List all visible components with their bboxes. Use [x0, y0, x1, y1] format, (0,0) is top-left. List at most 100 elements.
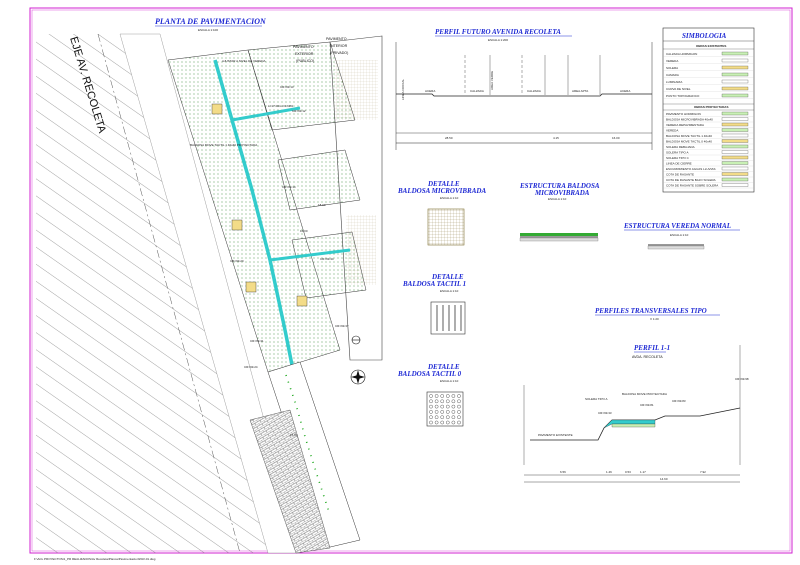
tactil-dot [434, 415, 439, 420]
tactil-dot [451, 410, 456, 414]
simb-proyectada-label: SOLERA TIPO A [666, 151, 688, 155]
footer-file-path: F:\ACL PROYECTOS\1_PR REALIZADOS\Av Reco… [34, 557, 156, 561]
tactil-dot [434, 399, 439, 404]
tactil-dot [451, 399, 456, 404]
estructura-vereda-normal: ESTRUCTURA VEREDA NORMAL ESCALA 1:10 [623, 222, 740, 250]
p11-dim-2: 1.46 [606, 470, 612, 474]
p11-cota-2: CR=99.81 [640, 403, 654, 407]
tactil-dot [434, 394, 439, 398]
dim-2: 16.00 [300, 229, 308, 233]
detalle-microvibrada: DETALLE BALDOSA MICROVIBRADA ESCALA 1:10 [397, 180, 486, 246]
simb-proyectada-swatch [721, 122, 749, 127]
p11-dim-5: 7.92 [700, 470, 706, 474]
tactil-dot [445, 415, 450, 420]
simb-proyectada-label: COTA DE RASANTE BAJO SOLERA [666, 178, 716, 182]
det-micro-title-1: DETALLE [427, 180, 460, 188]
perfiles-tipo-title: PERFILES TRANSVERSALES TIPO [595, 307, 707, 315]
det-t0-title-2: BALDOSA TACTIL 0 [397, 370, 462, 378]
pf-col-6: AREA APTA [572, 89, 588, 93]
drainage-dots [285, 374, 331, 516]
pav-int-label-3: (PRIVADO) [330, 51, 348, 55]
simb-existente-swatch [721, 86, 749, 91]
simb-existente-swatch [721, 93, 749, 98]
pf-col-3: CALZADA [470, 89, 484, 93]
simb-existente-label: CURVA DE NIVEL [666, 87, 691, 91]
tactil-dot [457, 410, 461, 414]
simb-proyectada-label: VEREDA [666, 129, 678, 133]
baldosa-tactil-1-tile [430, 301, 466, 335]
simb-existentes-list: CALZADA HORMIGONVEREDASOLERACAMARALUMINA… [663, 51, 754, 99]
p11-cota-3: CR=99.83 [672, 399, 686, 403]
tactil-dot [429, 404, 433, 409]
simb-proyectada-label: BALDOSA MOVE TACTIL 1 40x40 [666, 134, 712, 138]
pav-int-label-2: INTERIOR [330, 44, 348, 48]
simb-existente-swatch [721, 58, 749, 63]
ajustar-label: AJUSTAR A NIVEL DE VEREDA [222, 59, 266, 63]
tactile-guide-branch [231, 106, 301, 122]
simb-proyectada-swatch [721, 139, 749, 143]
simb-proyectada-label: COTA DE RASANTE [666, 173, 694, 177]
tactile-square-3 [296, 295, 308, 307]
tactil-dot [457, 420, 461, 425]
simb-proyectada-label: BALDOSA MICROVIBRADA 40x40 [666, 118, 713, 122]
tactil-dot [445, 404, 450, 409]
road-axis-line [97, 33, 241, 554]
simb-proyectada-swatch [721, 166, 749, 171]
estructura-microvibrada: ESTRUCTURA BALDOSA MICROVIBRADA ESCALA 1… [519, 182, 600, 242]
sidewalk-pavement [167, 49, 341, 373]
perfiles-tipo: PERFILES TRANSVERSALES TIPO V 1:20 PERFI… [523, 307, 749, 483]
building-parking-grid-2 [346, 215, 376, 285]
lower-brick-paving [249, 409, 331, 554]
sheet-inner-border [31, 9, 791, 552]
simb-proyectada-swatch [721, 128, 749, 132]
simb-existente-label: VEREDA [666, 59, 678, 63]
det-t0-title-1: DETALLE [427, 363, 460, 371]
tactil-dot [434, 404, 439, 409]
p11-baldosa: BALDOSA MOVE PROYECTADA [622, 392, 667, 396]
cota-7: CR=99.31 [250, 339, 264, 343]
simb-proyectada-label: SOLERA REBAJADA [666, 145, 695, 149]
p11-pavimento: PAVIMENTO EXISTENTE [538, 433, 573, 437]
road-hatch [36, 34, 268, 553]
tactil-dot [451, 394, 456, 398]
perfil-futuro-scale: ESCALA 1:200 [488, 38, 508, 42]
perfil-11-sub: AVDA. RECOLETA [632, 355, 663, 359]
simb-proyectada-label: SOLERA TIPO C [666, 156, 690, 160]
est-vereda-title: ESTRUCTURA VEREDA NORMAL [623, 222, 731, 230]
simb-proyectada-label: COTA DE RASANTE SOBRE SOLERA [666, 184, 718, 188]
simb-proyectada-swatch [721, 177, 749, 182]
tactil-dot [457, 394, 461, 398]
simb-existente-label: CAMARA [666, 73, 679, 77]
pav-ext-label-1: PAVIMENTO [293, 45, 314, 49]
detalle-tactil-0: DETALLE BALDOSA TACTIL 0 ESCALA 1:10 [397, 363, 464, 427]
tactile-square-1 [211, 103, 223, 115]
p11-cota-1: CR=99.33 [598, 411, 612, 415]
perfil-11-title: PERFIL 1-1 [634, 344, 670, 352]
simb-proyectada-swatch [721, 183, 749, 187]
pf-col-5: AREA VERDE [490, 71, 494, 90]
tactil-dot [440, 394, 445, 398]
tactil-dot [451, 404, 456, 409]
tactil-dot [440, 404, 445, 409]
cota-8: CR=99.24 [244, 365, 258, 369]
baldosa-tactil-label: BALDOSA MOVE TACTIL 1 40x40 PROYECTADA [190, 143, 257, 147]
tactil-dot [445, 420, 450, 425]
cota-3: CR=99.14 [282, 185, 296, 189]
pf-dim-2: 4.15 [553, 136, 559, 140]
tactil-dot [440, 399, 445, 404]
cota-6: CR=99.37 [335, 324, 349, 328]
tactil-dot [457, 415, 461, 420]
tactil-dot [434, 410, 439, 414]
dim-1: 18.00 [318, 203, 326, 207]
tactile-square-4 [245, 281, 257, 293]
simb-proyectada-label: LINEA DE CIERRE [666, 162, 692, 166]
est-micro-title-1: ESTRUCTURA BALDOSA [519, 182, 600, 190]
section-marker-icon [351, 335, 361, 345]
tactil-dot [440, 410, 445, 414]
det-micro-scale: ESCALA 1:10 [440, 196, 459, 200]
simb-proyectada-swatch [721, 111, 749, 116]
det-t1-title-2: BALDOSA TACTIL 1 [402, 280, 466, 288]
simb-proyectada-swatch [721, 172, 749, 176]
p11-cota-4: CR=99.98 [735, 377, 749, 381]
